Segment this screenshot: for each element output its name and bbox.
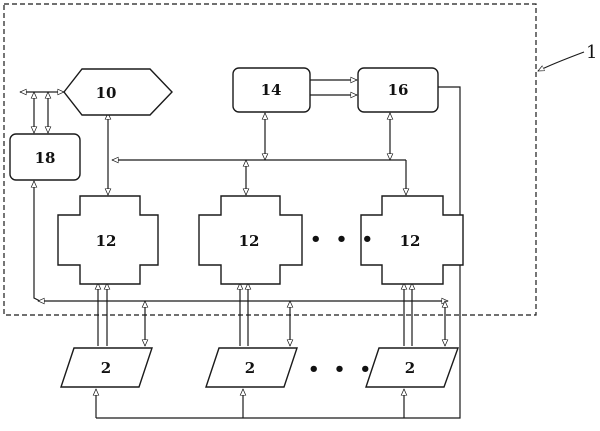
- block-18-label: 18: [35, 149, 56, 167]
- device-2-2: 2: [205, 347, 298, 388]
- processor-12-1: 12: [57, 195, 159, 285]
- system-ref-label: 1: [586, 42, 597, 63]
- block-14-label: 14: [261, 81, 282, 99]
- block-10: 10: [63, 68, 173, 116]
- block-16-label: 16: [388, 81, 409, 99]
- block-16: 16: [357, 67, 439, 113]
- processor-ellipsis: • • •: [310, 229, 377, 250]
- processor-12-1-label: 12: [96, 232, 117, 250]
- system-ref-leader: [538, 51, 585, 72]
- processor-12-3-label: 12: [400, 232, 421, 250]
- link-18-lower-bus: [34, 181, 41, 302]
- system-boundary: [3, 3, 537, 316]
- block-14: 14: [232, 67, 311, 113]
- block-18: 18: [9, 133, 81, 181]
- device-2-2-label: 2: [245, 359, 255, 377]
- processor-12-2: 12: [198, 195, 303, 285]
- processor-12-2-label: 12: [239, 232, 260, 250]
- block-10-label: 10: [96, 84, 117, 102]
- device-2-3: 2: [365, 347, 459, 388]
- device-ellipsis: • • •: [308, 359, 375, 380]
- device-2-1-label: 2: [101, 359, 111, 377]
- device-2-3-label: 2: [405, 359, 415, 377]
- processor-12-3: 12: [360, 195, 464, 285]
- device-2-1: 2: [60, 347, 153, 388]
